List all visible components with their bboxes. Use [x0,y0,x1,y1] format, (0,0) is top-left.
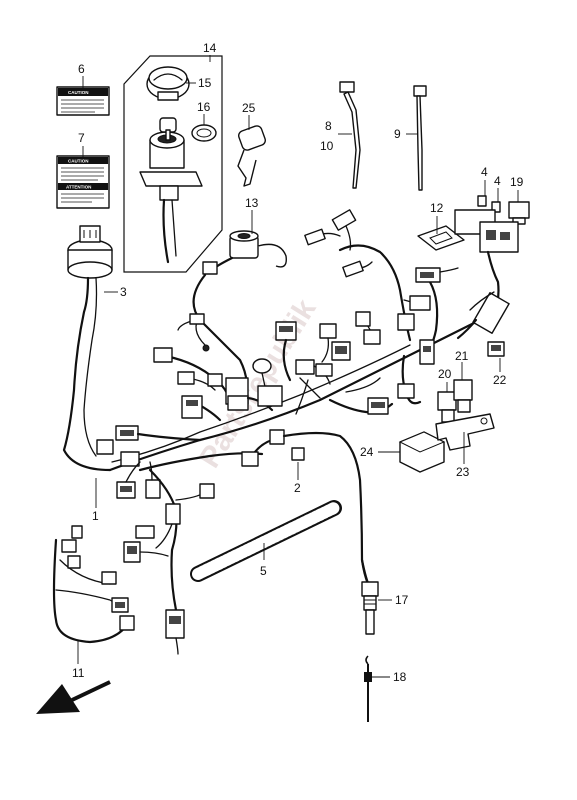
callout-16: 16 [197,100,211,114]
callout-24: 24 [360,445,374,459]
callout-4b: 4 [494,174,501,188]
callout-17: 17 [395,593,409,607]
caution-label-6: CAUTION [56,86,110,116]
callout-6: 6 [78,62,85,76]
socket-13 [202,230,287,275]
callout-23: 23 [456,465,470,479]
sensor-17 [360,558,379,635]
harness-3 [62,225,113,472]
callout-25: 25 [242,101,256,115]
callout-1: 1 [92,509,99,523]
relay-20 [437,391,457,423]
callout-20: 20 [438,367,452,381]
fuse-4b [491,201,501,213]
callout-10: 10 [320,139,334,153]
callout-9: 9 [394,127,401,141]
callout-5: 5 [260,564,267,578]
callout-4a: 4 [481,165,488,179]
relay-21 [453,379,473,413]
callout-21: 21 [455,349,469,363]
cable-tie-8-10 [339,81,361,189]
key-25 [237,125,266,187]
callout-12: 12 [430,201,444,215]
corrugated-tube-5 [190,500,342,582]
caution-label-top-text: CAUTION [68,159,89,164]
cable-tie-9 [413,85,427,191]
callout-2: 2 [294,481,301,495]
relay-19 [508,201,530,225]
attention-label-text: ATTENTION [66,185,91,190]
callout-19: 19 [510,175,524,189]
callout-7: 7 [78,131,85,145]
callout-8: 8 [325,119,332,133]
sub-harness-11 [52,525,135,644]
module-24 [398,431,446,473]
main-harness-1 [96,209,510,655]
callout-11: 11 [72,666,85,680]
ignition-kit-box-14 [123,55,223,273]
leader-lines [77,55,519,678]
bracket-23 [435,413,495,451]
callout-18: 18 [393,670,407,684]
callout-13: 13 [245,196,259,210]
fuse-4a [477,195,487,207]
caution-label-text: CAUTION [68,90,89,95]
callout-3: 3 [120,285,127,299]
connector-22 [487,341,505,357]
connector-2 [291,447,305,461]
callout-15: 15 [198,76,212,90]
callout-14: 14 [203,41,217,55]
caution-attention-label-7: CAUTION ATTENTION [56,155,110,209]
callout-numbers: 6 7 14 15 16 25 13 8 10 9 4 4 19 12 3 1 … [72,41,524,684]
clip-18 [364,655,372,722]
callout-22: 22 [493,373,507,387]
front-direction-arrow-icon [36,680,111,714]
